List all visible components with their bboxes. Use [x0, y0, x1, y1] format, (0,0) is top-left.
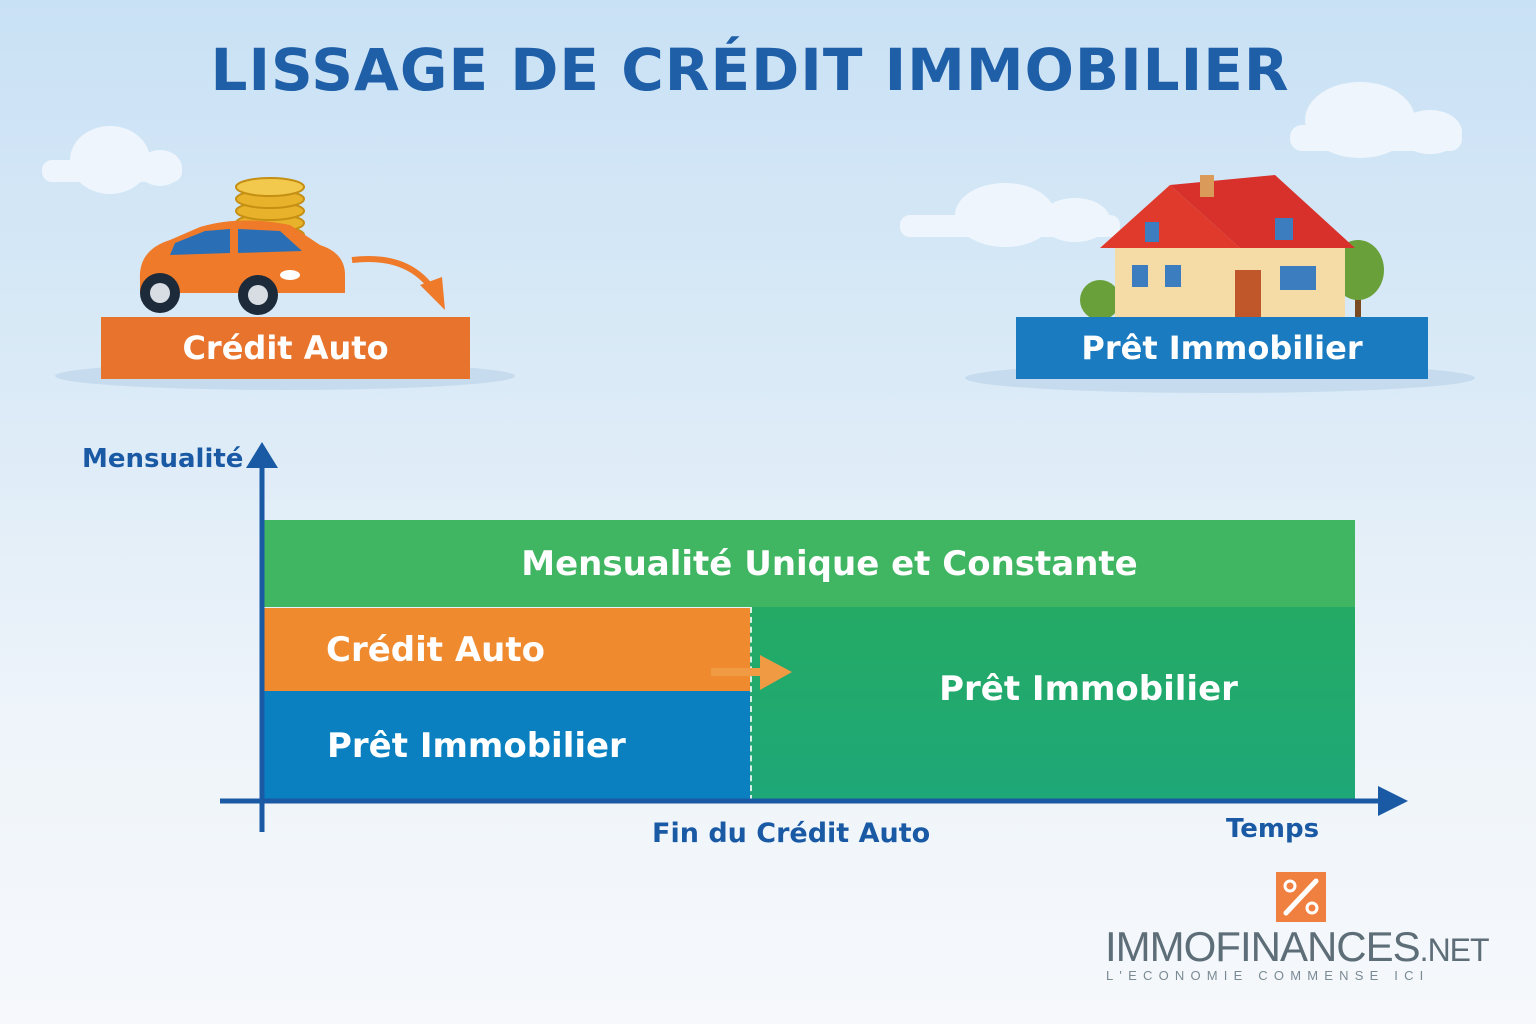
cloud-icon: [900, 183, 1120, 247]
pret-immobilier-left-segment: Prêt Immobilier: [264, 691, 750, 801]
cloud-icon: [42, 126, 182, 194]
cloud-icon: [1290, 82, 1462, 158]
car-with-coins-icon: [139, 177, 445, 315]
unique-payment-label: Mensualité Unique et Constante: [521, 543, 1138, 584]
unique-payment-band: Mensualité Unique et Constante: [264, 520, 1355, 607]
percent-icon: [1276, 872, 1326, 922]
logo: IMMOFINANCES.NET L'ECONOMIE COMMENSE ICI: [1100, 872, 1490, 983]
page-title: LISSAGE DE CRÉDIT IMMOBILIER: [210, 36, 1290, 104]
transition-arrow-icon: [711, 655, 792, 690]
pret-immobilier-right-segment: Prêt Immobilier: [750, 607, 1355, 801]
end-credit-marker-label: Fin du Crédit Auto: [652, 818, 931, 849]
pret-immobilier-right-label: Prêt Immobilier: [939, 669, 1238, 709]
x-axis-label: Temps: [1226, 814, 1320, 844]
credit-auto-label: Crédit Auto: [101, 317, 470, 379]
logo-tagline: L'ECONOMIE COMMENSE ICI: [1106, 968, 1430, 983]
y-axis-arrow-icon: [246, 442, 278, 468]
logo-tld: .NET: [1419, 932, 1490, 968]
credit-auto-segment: Crédit Auto: [264, 608, 750, 691]
credit-auto-segment-label: Crédit Auto: [326, 629, 545, 670]
x-axis-arrow-icon: [1378, 786, 1408, 816]
logo-name: IMMOFINANCES: [1105, 923, 1421, 970]
y-axis-label: Mensualité: [82, 444, 244, 474]
pret-immobilier-left-label: Prêt Immobilier: [327, 726, 626, 766]
pret-immobilier-label: Prêt Immobilier: [1016, 317, 1428, 379]
house-icon: [1080, 175, 1384, 320]
